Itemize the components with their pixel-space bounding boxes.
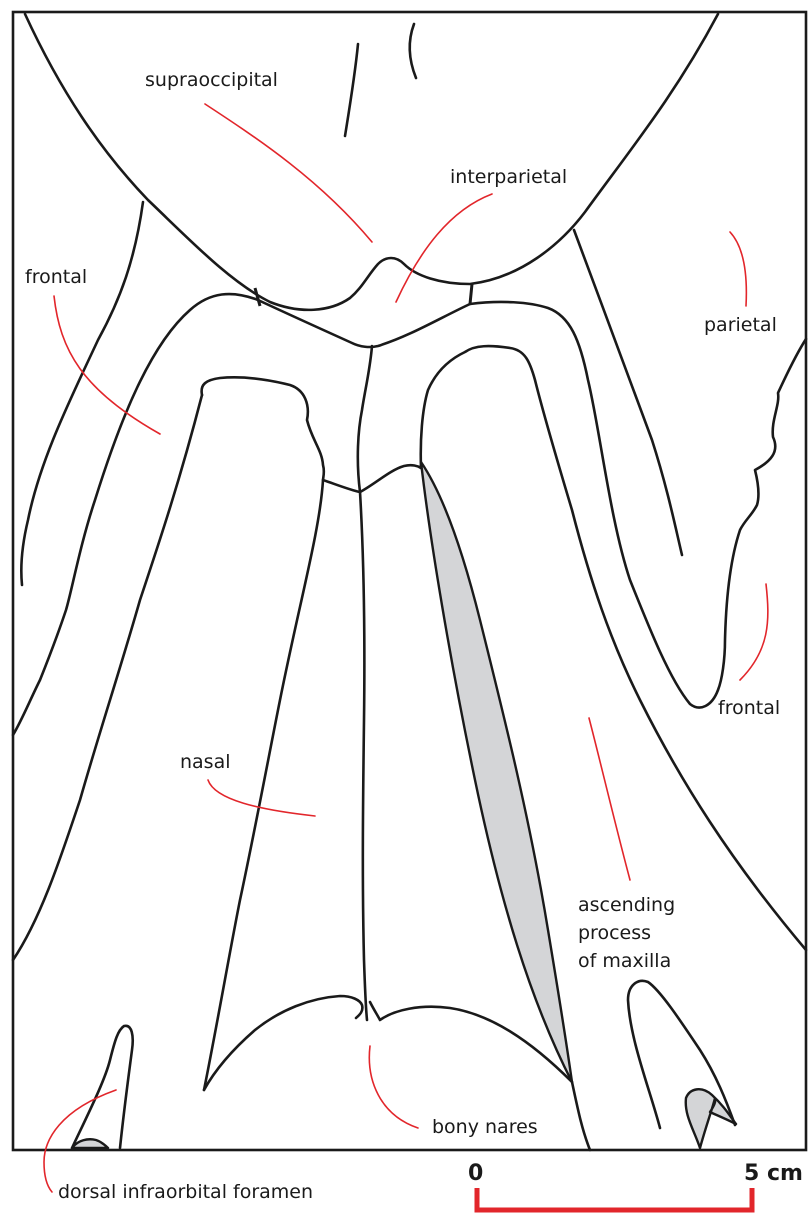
frontal-right-edge bbox=[470, 302, 806, 708]
nasal-left-outline bbox=[202, 377, 324, 1090]
frontal-left-edge bbox=[13, 294, 258, 735]
label-ascending-process-line2: process bbox=[578, 922, 651, 944]
label-supraoccipital: supraoccipital bbox=[145, 69, 278, 91]
scale-end-label: 5 cm bbox=[744, 1161, 803, 1186]
scale-bar: 0 5 cm bbox=[468, 1161, 803, 1210]
label-interparietal: interparietal bbox=[450, 166, 567, 188]
midline-suture-upper bbox=[358, 346, 372, 492]
bony-nares-right-lower bbox=[572, 1082, 590, 1150]
label-ascending-process-line3: of maxilla bbox=[578, 950, 671, 972]
bony-nares-outline bbox=[204, 996, 572, 1090]
label-frontal-left: frontal bbox=[25, 266, 87, 288]
leader-parietal bbox=[730, 232, 746, 306]
leader-bony-nares bbox=[369, 1046, 418, 1128]
interparietal-notch-right bbox=[470, 284, 472, 304]
frontal-left-outer bbox=[21, 202, 143, 585]
supraoccipital-mark-2 bbox=[410, 24, 416, 78]
internasal-suture bbox=[360, 492, 367, 1020]
maxilla-fragment-left bbox=[72, 1026, 133, 1148]
label-dorsal-infraorbital-foramen: dorsal infraorbital foramen bbox=[58, 1181, 313, 1203]
leader-ascending-process bbox=[589, 718, 630, 880]
dorsal-infraorbital-foramen-shape bbox=[72, 1139, 108, 1148]
label-frontal-right: frontal bbox=[718, 697, 780, 719]
ascending-process-shaded bbox=[421, 462, 572, 1082]
scale-start-label: 0 bbox=[468, 1161, 483, 1186]
label-nasal: nasal bbox=[180, 751, 231, 773]
label-bony-nares: bony nares bbox=[432, 1116, 538, 1138]
label-parietal: parietal bbox=[704, 314, 777, 336]
tooth-fragment-right bbox=[686, 1089, 736, 1148]
supraoccipital-mark-1 bbox=[345, 44, 358, 136]
scale-bar-line bbox=[477, 1188, 752, 1210]
label-ascending-process-line1: ascending bbox=[578, 894, 675, 916]
leader-interparietal bbox=[396, 194, 492, 302]
leader-frontal-right bbox=[740, 584, 768, 680]
leader-frontal-left bbox=[54, 296, 160, 434]
frontonasal-suture bbox=[323, 465, 421, 492]
